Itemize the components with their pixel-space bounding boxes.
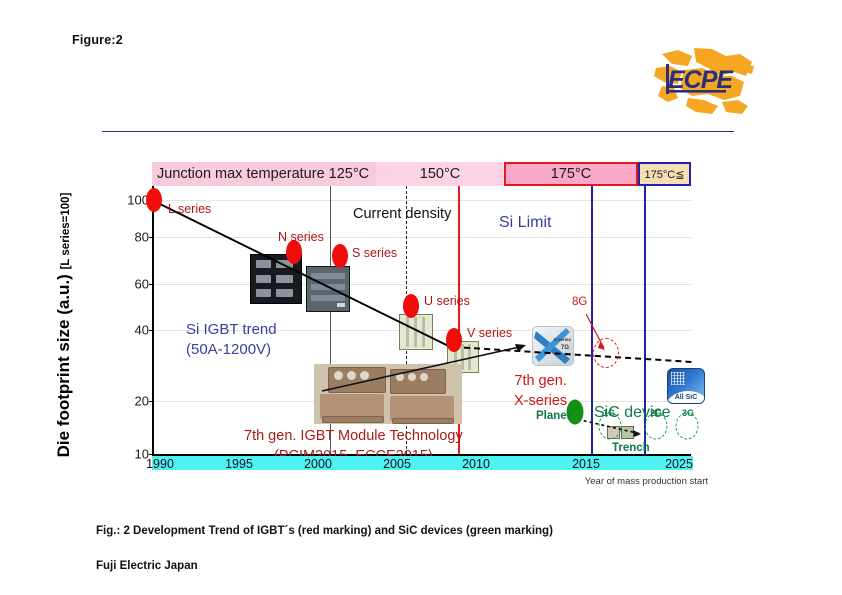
label-sic-device: SiC device (594, 404, 671, 421)
y-tickmark-60 (149, 284, 154, 285)
chart-figure: Junction max temperature 125°C 150°C 175… (54, 160, 708, 490)
all-sic-logo-text: All SiC (674, 394, 698, 401)
x-tick-1995: 1995 (225, 457, 253, 471)
temp-band-125: Junction max temperature 125°C (152, 162, 376, 186)
x-series-logo: X-series 7G (532, 326, 574, 366)
x-series-logo-gen: 7G (560, 345, 569, 351)
marker-s-series (332, 244, 348, 268)
label-8g: 8G (572, 296, 588, 308)
header-divider (102, 131, 734, 132)
marker-sic-3g (675, 412, 699, 440)
x-tick-2005: 2005 (383, 457, 411, 471)
y-axis-title-main: Die footprint size (a.u.) (54, 274, 73, 458)
figure-caption-line2: Fuji Electric Japan (96, 560, 198, 573)
x-series-logo-text: X-series (553, 337, 571, 342)
ecpe-logo: ECPE (648, 46, 758, 118)
figure-caption: Fig.: 2 Development Trend of IGBT´s (red… (96, 505, 553, 594)
marker-sic-2g (644, 412, 668, 440)
label-7th-gen-line2: X-series (514, 392, 568, 409)
label-s-series: S series (352, 246, 398, 260)
label-si-igbt-trend: Si IGBT trend (50A-1200V) (186, 320, 277, 361)
zone-divider-175-red (458, 186, 460, 454)
x-tick-2015: 2015 (572, 457, 600, 471)
gridline-100 (154, 200, 691, 201)
label-n-series: N series (278, 230, 324, 244)
all-sic-logo: All SiC (667, 368, 705, 404)
label-u-series: U series (424, 294, 470, 308)
photo-n-series-module (250, 254, 302, 304)
zone-divider-sic-left (591, 186, 593, 454)
label-3g: 3G (682, 408, 695, 418)
label-planer: Planer (536, 410, 572, 422)
photo-s-series-module (306, 266, 350, 312)
y-tick-label-60: 60 (134, 276, 149, 292)
marker-8g-circle (593, 338, 619, 368)
marker-sic-1g (598, 412, 622, 440)
x-tick-2010: 2010 (462, 457, 490, 471)
label-si-igbt-trend-line2: (50A-1200V) (186, 341, 272, 359)
gridline-60 (154, 284, 691, 285)
x-tick-2000: 2000 (304, 457, 332, 471)
label-l-series: L series (168, 202, 212, 216)
label-7th-gen-xseries: 7th gen. X-series (514, 372, 567, 411)
y-tickmark-40 (149, 330, 154, 331)
temp-band-175-plus: 175°C≦ (638, 162, 691, 186)
label-2g: 2G (650, 408, 663, 418)
y-tickmark-80 (149, 237, 154, 238)
y-axis-title: Die footprint size (a.u.) [L series=100] (54, 193, 74, 458)
label-v-series: V series (467, 326, 513, 340)
svg-text:ECPE: ECPE (668, 66, 734, 94)
x-axis-title: Year of mass production start (584, 476, 708, 487)
photo-u-series-module (399, 314, 433, 350)
label-trench: Trench (612, 442, 650, 454)
x-tick-2025: 2025 (665, 457, 693, 471)
x-tick-1990: 1990 (146, 457, 174, 471)
label-1g: 1G (603, 408, 616, 418)
label-current-density: Current density (353, 206, 452, 222)
marker-l-series (146, 188, 162, 212)
temp-band-150: 150°C (376, 162, 504, 186)
x-axis-band (152, 456, 693, 470)
zone-divider-150 (330, 186, 331, 454)
plot-area: 100 80 60 40 20 10 (127, 186, 705, 464)
marker-planer (566, 399, 584, 425)
figure-label: Figure:2 (72, 33, 123, 47)
y-tickmark-10 (149, 454, 154, 455)
label-si-limit: Si Limit (499, 214, 552, 231)
temperature-band-row: Junction max temperature 125°C 150°C 175… (152, 162, 691, 186)
label-7th-gen-line1: 7th gen. (514, 373, 567, 389)
label-module-technology-line1: 7th gen. IGBT Module Technology (244, 428, 463, 444)
label-si-igbt-trend-line1: Si IGBT trend (186, 321, 277, 338)
marker-v-series (446, 328, 462, 352)
y-tick-label-100: 100 (127, 192, 149, 208)
photo-igbt-modules (314, 364, 462, 424)
y-tick-label-40: 40 (134, 322, 149, 338)
y-tick-label-20: 20 (134, 393, 149, 409)
y-tick-label-80: 80 (134, 229, 149, 245)
marker-n-series (286, 240, 302, 264)
photo-trench-chip (621, 426, 634, 439)
zone-divider-sic-right (644, 186, 646, 454)
temp-band-175: 175°C (504, 162, 638, 186)
marker-u-series (403, 294, 419, 318)
y-tickmark-20 (149, 401, 154, 402)
y-tick-label-10: 10 (134, 446, 149, 462)
gridline-80 (154, 237, 691, 238)
figure-caption-line1: Fig.: 2 Development Trend of IGBT´s (red… (96, 524, 553, 537)
y-axis-title-sub: [L series=100] (60, 192, 72, 270)
